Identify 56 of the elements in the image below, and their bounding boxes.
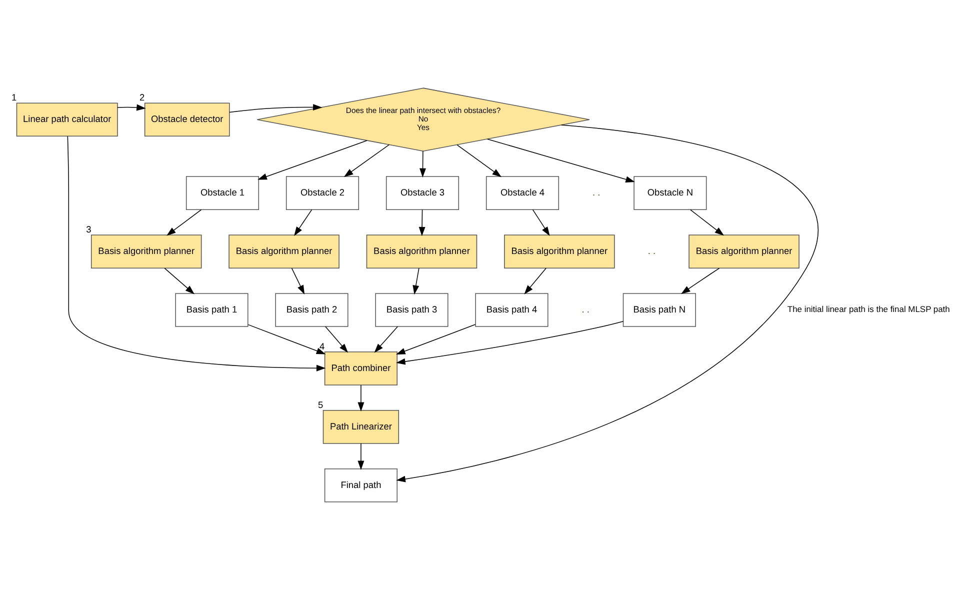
arrow <box>524 267 547 294</box>
node-label: 3 <box>86 224 92 234</box>
arrow <box>291 267 305 294</box>
node-box: Obstacle 4 <box>486 176 560 210</box>
node-box: Basis algorithm planner <box>688 234 800 268</box>
arrow <box>248 324 326 354</box>
arrow <box>358 442 364 470</box>
arrow <box>396 320 624 364</box>
node-box: Obstacle N <box>634 176 707 210</box>
arrow <box>396 124 818 482</box>
label: . . <box>592 186 600 197</box>
node-box: Basis path N <box>622 292 696 326</box>
arrow <box>690 208 724 236</box>
node-diamond: Does the linear path intersect with obstacles? No Yes <box>256 87 590 152</box>
node-box: Obstacle 2 <box>286 176 360 210</box>
arrow <box>164 267 194 294</box>
arrow <box>67 136 326 371</box>
arrow <box>358 384 364 412</box>
edge-label: The initial linear path is the final MLSP path <box>787 304 950 314</box>
node-box: Basis path 3 <box>375 292 448 326</box>
node-box: Path combiner <box>324 351 398 385</box>
arrow <box>229 104 322 112</box>
arrow <box>418 208 426 236</box>
arrow <box>487 138 635 182</box>
node-box: Basis path 2 <box>275 292 348 326</box>
node-label: 5 <box>318 399 324 410</box>
node-box: Linear path calculator <box>16 102 118 136</box>
arrow <box>396 324 476 354</box>
node-label: 1 <box>11 92 17 102</box>
arrow <box>344 144 390 177</box>
arrow <box>420 150 426 178</box>
node-box: Basis algorithm planner <box>366 234 478 268</box>
node-box: Path Linearizer <box>322 410 400 444</box>
node-box: Basis algorithm planner <box>90 234 202 268</box>
node-box: Obstacle detector <box>144 102 230 136</box>
arrow <box>166 208 202 236</box>
arrow <box>325 326 348 352</box>
node-box: Obstacle 1 <box>186 176 260 210</box>
arrow <box>532 208 550 236</box>
node-box: Basis algorithm planner <box>504 234 615 268</box>
arrow <box>681 267 720 294</box>
label: . . <box>582 304 590 314</box>
node-box: Basis path 1 <box>175 292 248 326</box>
node-box: Final path <box>324 468 398 502</box>
node-label: 4 <box>320 340 325 351</box>
arrow <box>412 267 420 294</box>
arrow <box>456 144 502 177</box>
arrow <box>374 326 398 352</box>
node-box: Obstacle 3 <box>386 176 460 210</box>
arrow <box>294 208 312 236</box>
node-box: Basis algorithm planner <box>228 234 340 268</box>
arrow <box>117 104 146 110</box>
label: . . <box>648 245 656 256</box>
arrow <box>258 140 368 180</box>
node-box: Basis path 4 <box>475 292 548 326</box>
node-label: 2 <box>140 92 145 102</box>
